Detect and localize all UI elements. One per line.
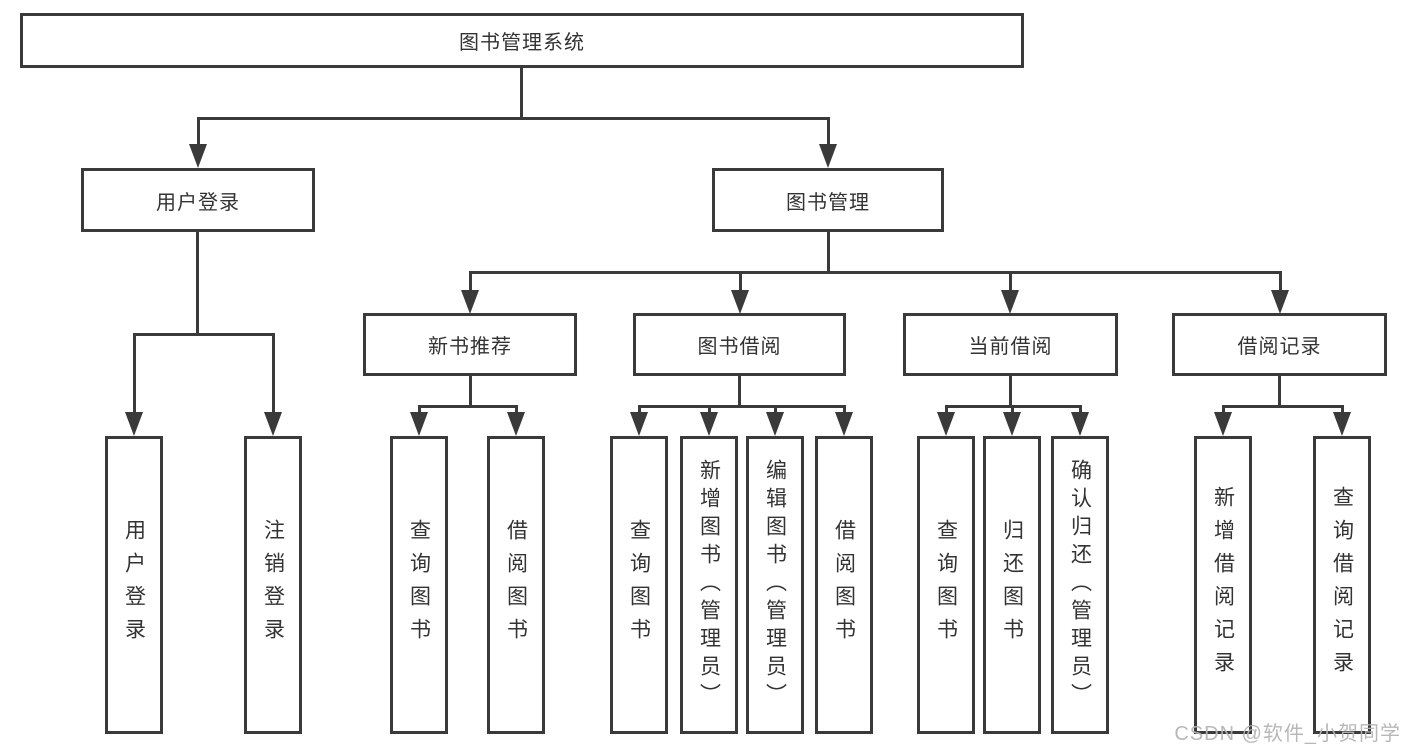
connector-records-drop-2	[1341, 405, 1344, 415]
connector-bookmgmt-drop-1	[469, 271, 472, 293]
arrow-down-icon	[461, 290, 479, 314]
leaf-user-login: 用户登录	[105, 436, 163, 734]
connector-records-hbar	[1222, 405, 1343, 408]
arrow-down-icon	[937, 412, 955, 436]
connector-newbook-drop-2	[515, 405, 518, 415]
connector-borrow-drop-1	[638, 405, 641, 415]
connector-userlogin-hbar	[133, 333, 274, 336]
arrow-down-icon	[1001, 290, 1019, 314]
connector-current-stem	[1009, 376, 1012, 408]
leaf-return-books: 归还图书	[983, 436, 1041, 734]
leaf-query-books: 查询图书	[917, 436, 975, 734]
arrow-down-icon	[507, 412, 525, 436]
node-user-login: 用户登录	[81, 168, 315, 232]
arrow-down-icon	[125, 412, 143, 436]
arrow-down-icon	[1333, 412, 1351, 436]
leaf-borrow-books: 借阅图书	[815, 436, 873, 734]
connector-newbook-hbar	[418, 405, 518, 408]
node-borrowing-records: 借阅记录	[1172, 313, 1387, 376]
connector-borrow-hbar	[638, 405, 845, 408]
connector-root-drop-right	[827, 117, 830, 147]
leaf-add-borrow-record: 新增借阅记录	[1194, 436, 1252, 734]
leaf-query-books: 查询图书	[610, 436, 668, 734]
connector-borrow-stem	[738, 376, 741, 408]
leaf-add-books-admin: 新增图书（管理员）	[680, 436, 738, 734]
leaf-edit-books-admin: 编辑图书（管理员）	[746, 436, 804, 734]
leaf-logout: 注销登录	[244, 436, 302, 734]
node-new-book-recommend: 新书推荐	[363, 313, 577, 376]
arrow-down-icon	[264, 412, 282, 436]
leaf-borrow-books: 借阅图书	[487, 436, 545, 734]
connector-bookmgmt-drop-2	[739, 271, 742, 293]
node-book-borrowing: 图书借阅	[633, 313, 846, 376]
arrow-down-icon	[835, 412, 853, 436]
connector-root-hbar	[197, 117, 830, 120]
leaf-confirm-return-admin: 确认归还（管理员）	[1051, 436, 1109, 734]
arrow-down-icon	[410, 412, 428, 436]
csdn-watermark: CSDN @软件_小贺同学	[1174, 723, 1401, 745]
connector-current-drop-2	[1011, 405, 1014, 415]
connector-borrow-drop-3	[774, 405, 777, 415]
arrow-down-icon	[766, 412, 784, 436]
connector-bookmgmt-hbar	[469, 271, 1282, 274]
arrow-down-icon	[1271, 290, 1289, 314]
arrow-down-icon	[1003, 412, 1021, 436]
connector-userlogin-stem	[196, 232, 199, 336]
leaf-query-books: 查询图书	[390, 436, 448, 734]
arrow-down-icon	[189, 144, 207, 168]
arrow-down-icon	[1071, 412, 1089, 436]
connector-root-drop-left	[197, 117, 200, 147]
connector-bookmgmt-drop-4	[1279, 271, 1282, 293]
connector-borrow-drop-2	[708, 405, 711, 415]
leaf-query-borrow-record: 查询借阅记录	[1313, 436, 1371, 734]
arrow-down-icon	[819, 144, 837, 168]
node-book-management: 图书管理	[712, 168, 944, 232]
connector-root-stem	[520, 66, 523, 120]
connector-bookmgmt-drop-3	[1009, 271, 1012, 293]
arrow-down-icon	[731, 290, 749, 314]
connector-newbook-stem	[469, 376, 472, 408]
connector-bookmgmt-stem	[827, 232, 830, 274]
connector-current-drop-1	[945, 405, 948, 415]
node-library-management-system: 图书管理系统	[20, 13, 1024, 68]
connector-newbook-drop-1	[418, 405, 421, 415]
connector-userlogin-drop-2	[272, 333, 275, 414]
connector-records-stem	[1278, 376, 1281, 408]
connector-borrow-drop-4	[843, 405, 846, 415]
arrow-down-icon	[630, 412, 648, 436]
node-current-borrowing: 当前借阅	[903, 313, 1118, 376]
connector-current-drop-3	[1079, 405, 1082, 415]
arrow-down-icon	[1214, 412, 1232, 436]
connector-userlogin-drop-1	[133, 333, 136, 414]
connector-records-drop-1	[1222, 405, 1225, 415]
arrow-down-icon	[700, 412, 718, 436]
